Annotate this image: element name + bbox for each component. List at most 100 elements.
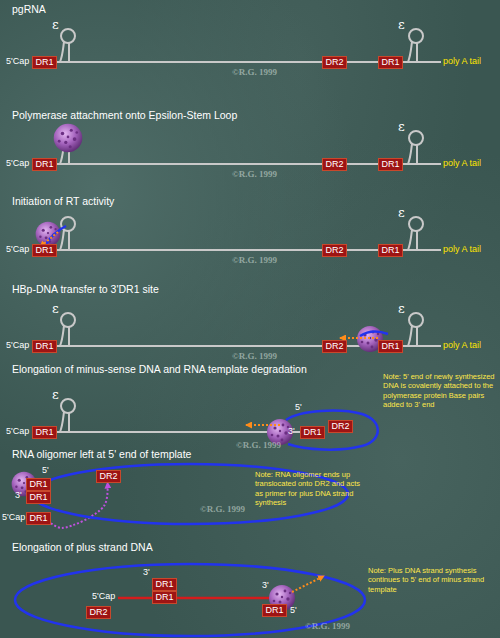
dr-label: DR2 — [89, 608, 107, 617]
dr-box: DR1 — [152, 591, 177, 604]
cap-label: 5'Cap — [6, 427, 29, 437]
rna-tail-line — [403, 163, 441, 165]
plus-dna-strand — [118, 597, 282, 600]
dna-strand — [46, 226, 66, 244]
dr-label: DR2 — [325, 246, 343, 255]
copyright-watermark: ©R.G. 1999 — [305, 622, 350, 632]
epsilon-stem-loop — [408, 29, 423, 62]
panel-heading: Elongation of minus-sense DNA and RNA te… — [12, 364, 307, 376]
dr-box: DR2 — [328, 420, 353, 433]
epsilon-label: ε — [398, 18, 405, 32]
dr-label: DR1 — [35, 428, 53, 437]
epsilon-stem-loop — [60, 217, 75, 250]
dr-box: DR1 — [378, 244, 403, 257]
dr-box: DR1 — [378, 158, 403, 171]
dr-label: DR1 — [35, 58, 53, 67]
panel-heading: Initiation of RT activity — [12, 196, 114, 208]
dr-box: DR1 — [26, 491, 51, 504]
dna-strand — [360, 331, 388, 336]
epsilon-stem-loop — [408, 313, 423, 346]
dr-label: DR1 — [303, 428, 321, 437]
polya-label: poly A tail — [443, 159, 481, 169]
end-label: 3' — [143, 568, 150, 578]
dr-label: DR1 — [35, 342, 53, 351]
synthesis-arrow — [292, 576, 324, 592]
rna-strand — [347, 249, 378, 251]
rna-strand — [347, 163, 378, 165]
end-label: 3' — [288, 427, 295, 437]
end-label: 5' — [295, 403, 302, 413]
end-label: 5' — [42, 466, 49, 476]
note-text: Note: Plus DNA strand synthesis continue… — [368, 566, 496, 594]
dr-label: DR1 — [381, 342, 399, 351]
rna-strand — [57, 431, 300, 433]
dr-label: DR1 — [381, 246, 399, 255]
rna-tail-line — [403, 249, 441, 251]
dr-label: DR1 — [29, 514, 47, 523]
dr-label: DR2 — [325, 342, 343, 351]
epsilon-label: ε — [398, 120, 405, 134]
polya-label: poly A tail — [443, 245, 481, 255]
cap-label: 5'Cap — [6, 159, 29, 169]
epsilon-label: ε — [52, 18, 59, 32]
translocation-arrow — [51, 483, 108, 529]
copyright-watermark: ©R.G. 1999 — [200, 505, 245, 515]
rna-strand — [57, 345, 322, 347]
epsilon-stem-loop — [408, 217, 423, 250]
dr-box: DR2 — [322, 56, 347, 69]
epsilon-stem-loop — [60, 399, 75, 432]
panel-heading: Polymerase attachment onto Epsilon-Stem … — [12, 110, 237, 122]
panel-heading: pgRNA — [12, 4, 46, 16]
dr-label: DR1 — [381, 160, 399, 169]
dr-box: DR1 — [378, 56, 403, 69]
dr-label: DR2 — [331, 422, 349, 431]
dr-box: DR1 — [378, 340, 403, 353]
cap-label: 5'Cap — [6, 245, 29, 255]
copyright-watermark: ©R.G. 1999 — [232, 68, 277, 78]
dr-box: DR1 — [26, 478, 51, 491]
dr-box: DR1 — [32, 426, 57, 439]
dr-box: DR2 — [322, 340, 347, 353]
dr-box: DR1 — [300, 426, 325, 439]
cap-label: 5'Cap — [92, 592, 115, 602]
minus-dna-strand — [15, 564, 365, 636]
dr-label: DR2 — [99, 472, 117, 481]
rna-tail-line — [403, 61, 441, 63]
dr-box: DR1 — [152, 578, 177, 591]
polymerase-blob — [54, 124, 83, 153]
dr-box: DR1 — [32, 158, 57, 171]
note-text: Note: 5' end of newly synthesized DNA is… — [383, 372, 495, 410]
cap-label: 5'Cap — [2, 513, 25, 523]
epsilon-label: ε — [52, 302, 59, 316]
polya-label: poly A tail — [443, 341, 481, 351]
dr-label: DR2 — [325, 160, 343, 169]
end-label: 3' — [15, 491, 22, 501]
epsilon-stem-loop — [60, 29, 75, 62]
dr-label: DR1 — [35, 160, 53, 169]
note-text: Note: RNA oligomer ends up translocated … — [255, 470, 365, 508]
dr-box: DR2 — [322, 244, 347, 257]
epsilon-stem-loop — [60, 313, 75, 346]
dr-box: DR1 — [32, 340, 57, 353]
dr-box: DR1 — [32, 244, 57, 257]
cap-label: 5'Cap — [6, 341, 29, 351]
panel-heading: Elongation of plus strand DNA — [12, 542, 153, 554]
panel-heading: RNA oligomer left at 5' end of template — [12, 449, 191, 461]
panel-heading: HBp-DNA transfer to 3'DR1 site — [12, 284, 159, 296]
epsilon-label: ε — [398, 206, 405, 220]
synthesis-arrow — [246, 424, 280, 426]
rna-strand — [57, 61, 322, 63]
end-label: 3' — [262, 581, 269, 591]
cap-label: 5'Cap — [6, 57, 29, 67]
dr-box: DR2 — [86, 606, 111, 619]
polya-label: poly A tail — [443, 57, 481, 67]
end-label: 5' — [290, 606, 297, 616]
dr-label: DR1 — [29, 480, 47, 489]
dr-box: DR2 — [322, 158, 347, 171]
rna-strand — [347, 61, 378, 63]
dr-box: DR1 — [32, 56, 57, 69]
dr-label: DR1 — [265, 606, 283, 615]
copyright-watermark: ©R.G. 1999 — [232, 256, 277, 266]
dr-box: DR2 — [96, 470, 121, 483]
